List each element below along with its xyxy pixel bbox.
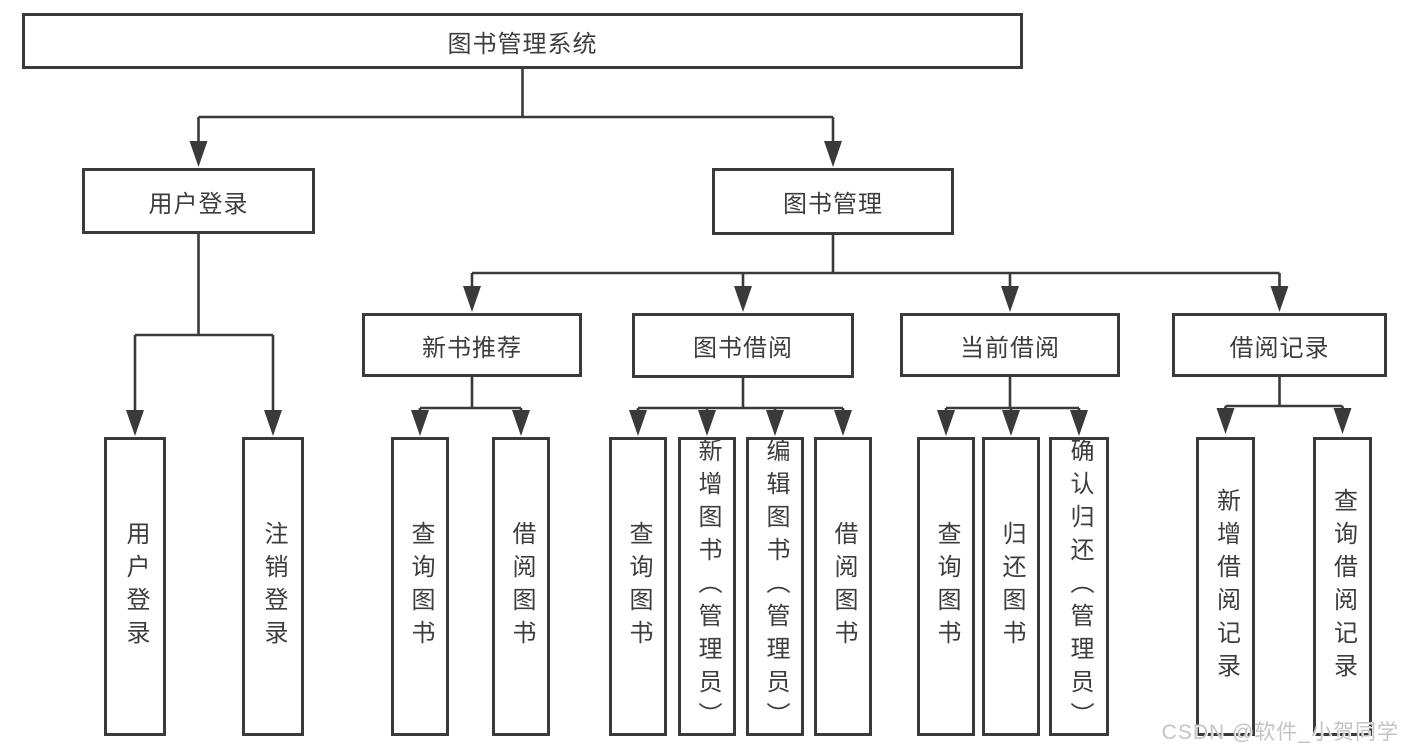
node-label: 图书管理 (783, 191, 883, 218)
leaf-label: 编辑图书（管理员） (762, 438, 789, 735)
node-label: 借阅记录 (1229, 334, 1330, 362)
leaf-query-borrow-record: 查询借阅记录 (1313, 437, 1372, 736)
leaf-label: 归还图书 (998, 520, 1025, 653)
leaf-edit-books-admin: 编辑图书（管理员） (746, 437, 804, 736)
node-user-login: 用户登录 (82, 168, 315, 234)
watermark: CSDN @软件_小贺同学 (1161, 721, 1399, 744)
leaf-add-books-admin: 新增图书（管理员） (678, 437, 736, 736)
connector-paths (133, 69, 1344, 412)
leaf-label: 新增借阅记录 (1212, 487, 1240, 686)
arrowheads (126, 141, 1352, 436)
leaf-label: 查询图书 (933, 520, 960, 653)
node-label: 新书推荐 (422, 334, 522, 362)
leaf-borrow-books-recommend: 借阅图书 (492, 437, 550, 736)
leaf-label: 新增图书（管理员） (694, 438, 721, 735)
leaf-return-books: 归还图书 (982, 437, 1040, 736)
node-book-borrowing: 图书借阅 (632, 313, 854, 378)
node-book-management: 图书管理 (712, 168, 954, 235)
leaf-label: 查询图书 (625, 520, 652, 653)
leaf-logout-login: 注销登录 (242, 437, 304, 736)
leaf-borrow-books-borrowing: 借阅图书 (814, 437, 872, 736)
node-label: 图书借阅 (693, 335, 793, 362)
node-label: 图书管理系统 (447, 30, 598, 58)
leaf-label: 用户登录 (122, 520, 149, 653)
node-new-book-recommendation: 新书推荐 (362, 313, 582, 377)
leaf-query-books-current: 查询图书 (917, 437, 975, 736)
node-label: 用户登录 (148, 190, 249, 218)
node-label: 当前借阅 (960, 334, 1060, 362)
leaf-label: 注销登录 (260, 520, 287, 653)
node-current-borrowing: 当前借阅 (900, 313, 1120, 377)
leaf-label: 查询借阅记录 (1329, 487, 1357, 686)
leaf-query-books-borrowing: 查询图书 (609, 437, 667, 736)
leaf-label: 查询图书 (407, 520, 434, 653)
leaf-query-books-recommend: 查询图书 (391, 437, 449, 736)
leaf-label: 借阅图书 (508, 520, 535, 653)
node-borrowing-records: 借阅记录 (1172, 313, 1387, 377)
leaf-label: 确认归还（管理员） (1066, 438, 1093, 735)
leaf-confirm-return-admin: 确认归还（管理员） (1049, 437, 1109, 736)
node-library-system: 图书管理系统 (22, 13, 1023, 69)
leaf-label: 借阅图书 (830, 520, 857, 653)
leaf-add-borrow-record: 新增借阅记录 (1196, 437, 1255, 736)
leaf-user-login: 用户登录 (104, 437, 166, 736)
